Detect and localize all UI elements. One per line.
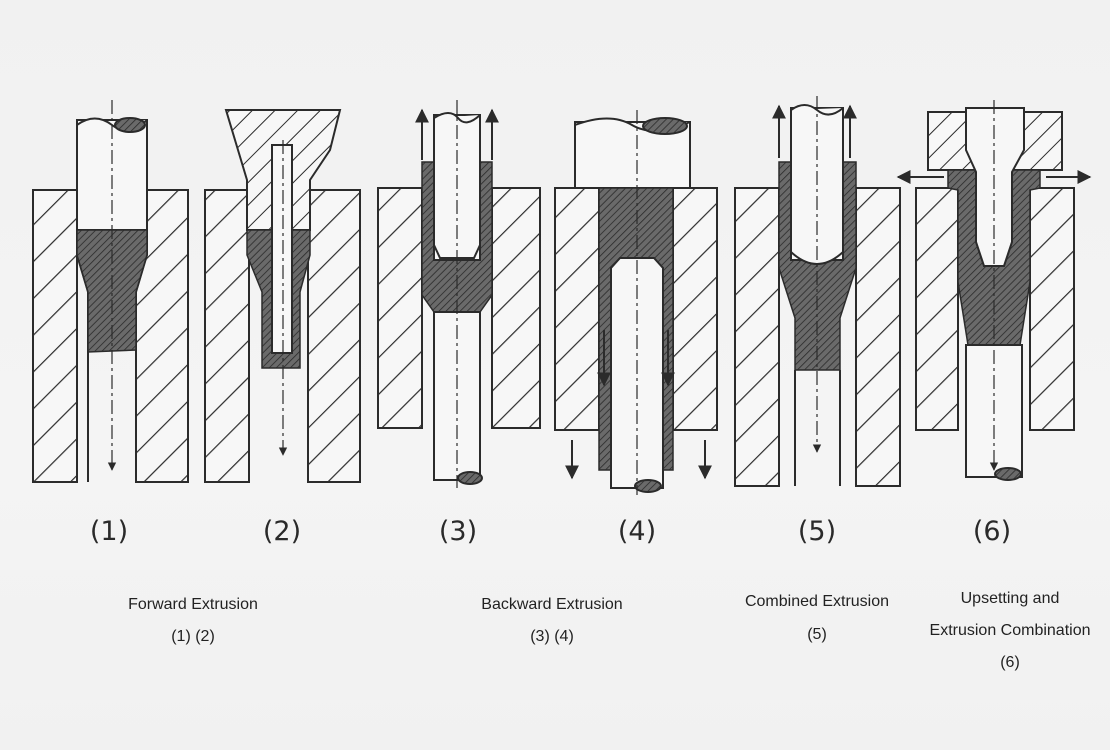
punch-section: [642, 117, 688, 135]
caption-forward-refs: (1) (2): [171, 628, 215, 645]
die-right: [135, 189, 189, 483]
caption-upsetting-title-line1: Upsetting and: [960, 590, 1060, 607]
die-right: [307, 189, 361, 483]
figure-4-backward-extrusion-hollow: [554, 110, 718, 495]
die-right: [491, 187, 541, 429]
caption-combined-title: Combined Extrusion: [744, 593, 890, 610]
figure-number-1: (1): [89, 516, 129, 547]
figure-number-3: (3): [438, 516, 478, 547]
caption-upsetting-refs: (6): [1000, 654, 1020, 671]
caption-backward-refs: (3) (4): [530, 628, 574, 645]
die-left: [377, 187, 423, 429]
figure-number-4: (4): [617, 516, 657, 547]
die-left: [204, 189, 250, 483]
punch: [965, 107, 1025, 267]
figure-3-backward-extrusion: [377, 100, 541, 488]
figure-6-upsetting-extrusion: [896, 100, 1092, 481]
mandrel: [271, 144, 293, 354]
die-left: [915, 187, 959, 431]
die-left: [554, 187, 600, 431]
die-right: [672, 187, 718, 431]
die-right: [1029, 187, 1075, 431]
punch-break: [433, 112, 481, 124]
caption-forward-title: Forward Extrusion: [128, 596, 258, 613]
mandrel-section: [634, 479, 662, 493]
die-bore: [794, 370, 841, 486]
figure-2-forward-extrusion-hollow: [204, 109, 361, 483]
ejector-section: [457, 471, 483, 485]
caption-combined-refs: (5): [807, 626, 827, 643]
die-right: [855, 187, 901, 487]
caption-upsetting-title-line2: Extrusion Combination: [929, 622, 1091, 639]
workpiece: [76, 229, 148, 353]
punch-section: [114, 117, 146, 133]
caption-backward-title: Backward Extrusion: [481, 596, 623, 613]
figure-number-2: (2): [262, 516, 302, 547]
figure-number-6: (6): [972, 516, 1012, 547]
figure-1-forward-extrusion: [32, 100, 189, 483]
die-left: [734, 187, 780, 487]
die-left: [32, 189, 78, 483]
figure-5-combined-extrusion: [734, 96, 901, 487]
ejector-section: [994, 467, 1022, 481]
figure-number-5: (5): [797, 516, 837, 547]
